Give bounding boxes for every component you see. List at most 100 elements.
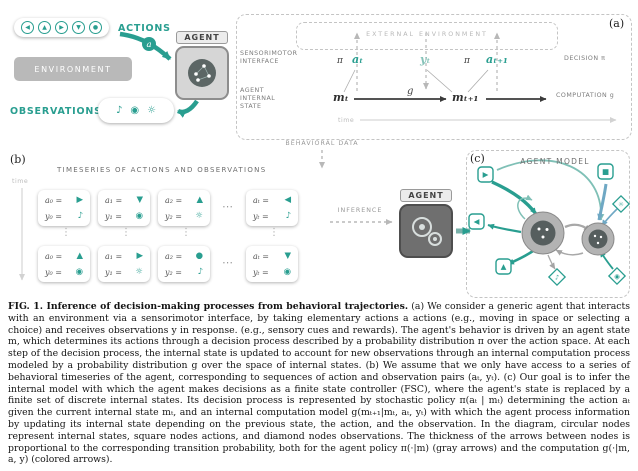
timeseries-card: a₀ = ▲ y₀ = ◉ bbox=[38, 246, 90, 282]
timeseries-card: a₂ = ▲ y₂ = ☼ bbox=[158, 190, 210, 226]
observations-box: ♪ ◉ ☼ bbox=[98, 98, 174, 123]
observation-entry: yₜ =♪ bbox=[253, 209, 291, 223]
time-label-b: time bbox=[12, 178, 29, 185]
action-icon: ◀ bbox=[284, 195, 291, 205]
behavioral-data-label: BEHAVIORAL DATA bbox=[285, 140, 359, 147]
timeseries-card: a₂ =● y₂ = ♪ bbox=[158, 246, 210, 282]
action-entry: a₂ =● bbox=[165, 249, 203, 263]
gears-icon bbox=[412, 217, 442, 246]
action-entry: aₜ = ◀ bbox=[253, 193, 291, 207]
observation-icon: ◉ bbox=[283, 267, 291, 277]
column-ellipsis: ⋮ bbox=[121, 227, 131, 238]
decision-label: DECISION π bbox=[564, 55, 606, 62]
agent-internal-state-label: AGENT INTERNAL STATE bbox=[240, 87, 276, 110]
action-entry: a₂ = ▲ bbox=[165, 193, 203, 207]
external-environment-frame bbox=[296, 22, 558, 50]
action-label: aₜ = bbox=[253, 195, 269, 205]
environment-label: ENVIRONMENT bbox=[34, 64, 112, 74]
action-entry: a₀ = ▶ bbox=[45, 193, 83, 207]
action-label: a₀ = bbox=[45, 251, 63, 261]
action-icon: ▶ bbox=[55, 21, 68, 34]
action-icon: ◀ bbox=[21, 21, 34, 34]
computation-symbol: g bbox=[407, 86, 414, 97]
actions-label: ACTIONS bbox=[118, 23, 171, 34]
brain-icon bbox=[188, 59, 216, 87]
panel-b-letter: (b) bbox=[10, 153, 26, 166]
action-label: a₂ = bbox=[165, 251, 183, 261]
state-t1-label: mₜ₊₁ bbox=[452, 91, 479, 104]
action-icon: ▶ bbox=[76, 195, 83, 205]
time-label-a: time bbox=[338, 117, 355, 124]
agent-box-b bbox=[399, 204, 453, 258]
action-icon: ▲ bbox=[76, 251, 83, 261]
sun-icon: ☼ bbox=[147, 105, 157, 116]
observation-icon: ☼ bbox=[195, 211, 203, 221]
observation-icon: ♪ bbox=[197, 267, 203, 277]
action-t-label: aₜ bbox=[352, 53, 364, 66]
observation-label: y₁ = bbox=[105, 267, 122, 277]
action-icon: ▲ bbox=[38, 21, 51, 34]
action-arrow-badge: a bbox=[142, 37, 156, 51]
action-label: a₀ = bbox=[45, 195, 63, 205]
caption-body: (a) We consider a generic agent that int… bbox=[8, 301, 630, 466]
observation-entry: y₁ = ☼ bbox=[105, 265, 143, 279]
observation-label: y₁ = bbox=[105, 211, 122, 221]
action-icon: ▼ bbox=[72, 21, 85, 34]
action-label: a₁ = bbox=[105, 195, 123, 205]
observation-entry: y₂ = ☼ bbox=[165, 209, 203, 223]
action-icon: ▲ bbox=[196, 195, 203, 205]
observation-label: y₀ = bbox=[45, 267, 62, 277]
action-label: a₁ = bbox=[105, 251, 123, 261]
action-t1-label: aₜ₊₁ bbox=[486, 53, 508, 66]
action-icon: ▼ bbox=[284, 251, 291, 261]
observation-entry: yₜ = ◉ bbox=[253, 265, 291, 279]
agent-label-b: AGENT bbox=[400, 189, 452, 202]
panel-c-frame bbox=[466, 150, 630, 298]
observation-t-label: yₜ bbox=[420, 53, 431, 66]
timeseries-card: a₁ = ▼ y₁ = ◉ bbox=[98, 190, 150, 226]
panel-a-frame bbox=[236, 14, 632, 140]
panel-c-letter: (c) bbox=[470, 152, 485, 165]
agent-to-observations-arrow bbox=[176, 99, 199, 118]
action-icon: ▶ bbox=[136, 251, 143, 261]
policy-symbol-1: π bbox=[337, 56, 343, 66]
observation-entry: y₁ = ◉ bbox=[105, 209, 143, 223]
caption-title: FIG. 1. Inference of decision-making pro… bbox=[8, 301, 409, 312]
action-entry: a₀ = ▲ bbox=[45, 249, 83, 263]
timeseries-card: a₀ = ▶ y₀ = ♪ bbox=[38, 190, 90, 226]
actions-to-agent-arrow bbox=[119, 31, 172, 61]
timeseries-card: a₁ = ▶ y₁ = ☼ bbox=[98, 246, 150, 282]
agent-box-a bbox=[175, 46, 229, 100]
panel-b-title: TIMESERIES OF ACTIONS AND OBSERVATIONS bbox=[57, 166, 267, 174]
computation-label: COMPUTATION g bbox=[556, 92, 615, 99]
observation-icon: ♪ bbox=[77, 211, 83, 221]
observation-label: y₀ = bbox=[45, 211, 62, 221]
row-ellipsis: ⋯ bbox=[222, 200, 233, 213]
environment-box: ENVIRONMENT bbox=[14, 57, 132, 81]
column-ellipsis: ⋮ bbox=[181, 227, 191, 238]
timeseries-card: aₜ = ◀ yₜ =♪ bbox=[246, 190, 298, 226]
observation-label: yₜ = bbox=[253, 267, 269, 277]
state-t-label: mₜ bbox=[333, 91, 349, 104]
observation-icon: ◉ bbox=[75, 267, 83, 277]
observation-label: y₂ = bbox=[165, 211, 182, 221]
row-ellipsis: ⋯ bbox=[222, 256, 233, 269]
sensorimotor-interface-label: SENSORIMOTOR INTERFACE bbox=[240, 50, 298, 65]
observations-label: OBSERVATIONS bbox=[10, 106, 102, 117]
panel-a-letter: (a) bbox=[609, 17, 625, 30]
observation-label: y₂ = bbox=[165, 267, 182, 277]
observation-icon: ☼ bbox=[135, 267, 143, 277]
observation-label: yₜ = bbox=[253, 211, 269, 221]
agent-label-a: AGENT bbox=[176, 31, 228, 44]
action-label: a₂ = bbox=[165, 195, 183, 205]
external-environment-label: EXTERNAL ENVIRONMENT bbox=[366, 31, 488, 38]
action-label: aₜ = bbox=[253, 251, 269, 261]
observation-entry: y₀ = ◉ bbox=[45, 265, 83, 279]
action-icon: ▼ bbox=[136, 195, 143, 205]
action-entry: aₜ = ▼ bbox=[253, 249, 291, 263]
observation-icon: ◉ bbox=[135, 211, 143, 221]
action-icon: ● bbox=[89, 21, 102, 34]
policy-symbol-2: π bbox=[464, 56, 470, 66]
observation-entry: y₂ = ♪ bbox=[165, 265, 203, 279]
